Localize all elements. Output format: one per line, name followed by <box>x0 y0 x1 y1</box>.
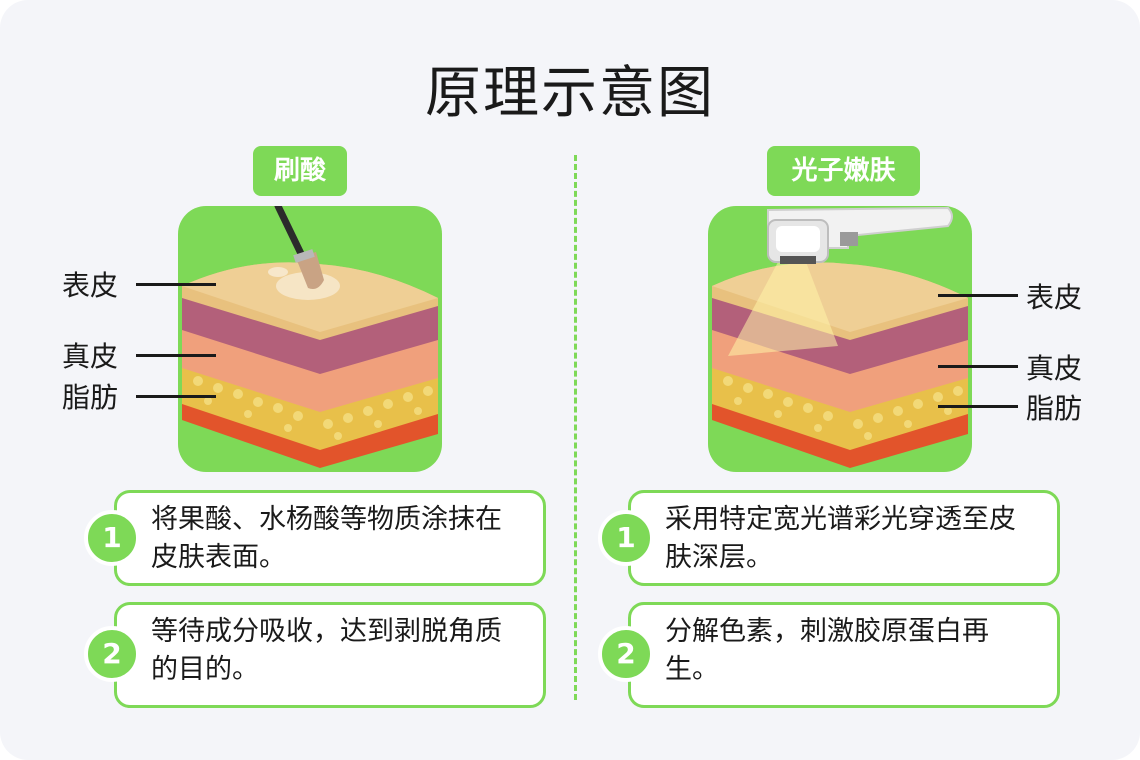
section-tag-acid-peel: 刷酸 <box>253 146 347 196</box>
step-1-box: 采用特定宽光谱彩光穿透至皮肤深层。 <box>628 490 1060 586</box>
label-fat: 脂肪 <box>62 381 119 414</box>
leader-dermis <box>136 354 216 357</box>
step-1-text: 将果酸、水杨酸等物质涂抹在皮肤表面。 <box>151 504 502 573</box>
label-epidermis: 表皮 <box>62 269 119 302</box>
skin-illustration-brush <box>178 206 442 472</box>
leader-epidermis <box>938 294 1018 297</box>
leader-fat <box>136 395 216 398</box>
section-acid-peel: 刷酸 <box>62 146 546 708</box>
center-divider <box>574 155 577 700</box>
leader-epidermis <box>136 283 216 286</box>
label-epidermis: 表皮 <box>1026 281 1083 314</box>
step-2-badge: 2 <box>84 626 140 682</box>
step-2-text: 等待成分吸收，达到剥脱角质的目的。 <box>151 616 502 685</box>
step-1-badge: 1 <box>598 510 654 566</box>
section-tag-photorejuvenation: 光子嫩肤 <box>767 146 920 196</box>
step-2-badge: 2 <box>598 626 654 682</box>
leader-fat <box>938 405 1018 408</box>
step-2-box: 分解色素，刺激胶原蛋白再生。 <box>628 602 1060 708</box>
step-1-text: 采用特定宽光谱彩光穿透至皮肤深层。 <box>665 504 1016 573</box>
step-1-box: 将果酸、水杨酸等物质涂抹在皮肤表面。 <box>114 490 546 586</box>
leader-dermis <box>938 365 1018 368</box>
step-2-text: 分解色素，刺激胶原蛋白再生。 <box>665 616 989 685</box>
skin-illustration-ipl <box>708 206 972 472</box>
section-photorejuvenation: 光子嫩肤 <box>570 0 1140 760</box>
label-fat: 脂肪 <box>1026 392 1083 425</box>
label-dermis: 真皮 <box>1026 352 1083 385</box>
step-2-box: 等待成分吸收，达到剥脱角质的目的。 <box>114 602 546 708</box>
page-title: 原理示意图 <box>425 61 715 126</box>
label-dermis: 真皮 <box>62 340 119 373</box>
step-1-badge: 1 <box>84 510 140 566</box>
